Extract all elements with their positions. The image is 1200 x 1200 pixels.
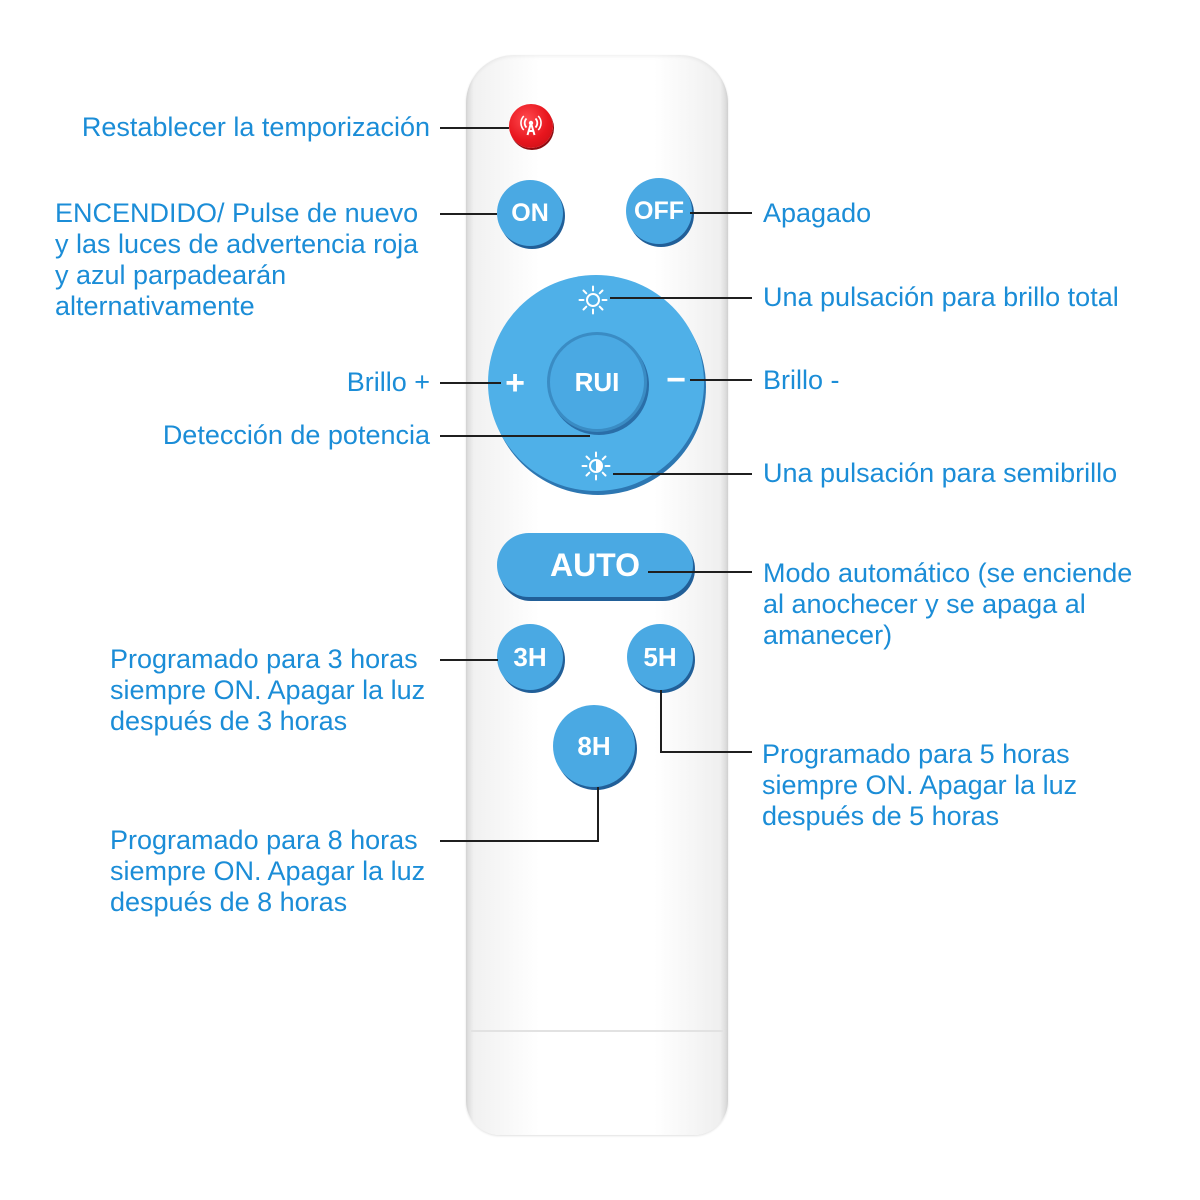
timer-3h-label: Programado para 3 horas siempre ON. Apag… (110, 644, 425, 737)
off-button[interactable]: OFF (626, 178, 692, 244)
timer-5h-label-line: siempre ON. Apagar la luz (762, 770, 1078, 800)
timer-5h-label-line: después de 5 horas (762, 801, 1000, 831)
timer-5h-button[interactable]: 5H (627, 624, 693, 690)
on-label-line: alternativamente (55, 291, 255, 321)
off-label: Apagado (763, 198, 872, 228)
auto-label: Modo automático (se enciende al anochece… (763, 558, 1132, 651)
auto-label-line: al anochecer y se apaga al (763, 589, 1086, 619)
on-button[interactable]: ON (497, 180, 563, 246)
battery-cover-seam (471, 1030, 723, 1032)
brightness-minus-button[interactable]: − (666, 361, 686, 399)
auto-button[interactable]: AUTO (497, 533, 693, 597)
on-label-line: ENCENDIDO/ Pulse de nuevo (55, 198, 419, 228)
on-label-line: y azul parpadearán (55, 260, 287, 290)
timer-8h-label: Programado para 8 horas siempre ON. Apag… (110, 825, 425, 918)
brightness-down-label: Brillo - (763, 365, 840, 395)
timer-8h-button[interactable]: 8H (553, 705, 635, 787)
sun-icon[interactable] (576, 283, 610, 317)
timer-8h-label-line: Programado para 8 horas (110, 825, 418, 855)
auto-label-line: amanecer) (763, 620, 893, 650)
timer-5h-label-line: Programado para 5 horas (762, 739, 1070, 769)
brightness-up-label: Brillo + (346, 367, 430, 397)
on-label-line: y las luces de advertencia roja (55, 229, 419, 259)
reset-label: Restablecer la temporización (81, 112, 430, 142)
on-label: ENCENDIDO/ Pulse de nuevo y las luces de… (55, 198, 418, 322)
half-brightness-label: Una pulsación para semibrillo (763, 458, 1118, 488)
power-detection-label: Detección de potencia (162, 420, 430, 450)
timer-3h-label-line: siempre ON. Apagar la luz (110, 675, 426, 705)
reset-timer-button[interactable] (509, 104, 553, 148)
timer-3h-label-line: Programado para 3 horas (110, 644, 418, 674)
timer-5h-label: Programado para 5 horas siempre ON. Apag… (762, 739, 1077, 832)
antenna-icon (520, 115, 542, 136)
timer-8h-label-line: después de 8 horas (110, 887, 348, 917)
timer-3h-button[interactable]: 3H (497, 624, 563, 690)
brightness-plus-button[interactable]: + (505, 364, 525, 402)
timer-8h-label-line: siempre ON. Apagar la luz (110, 856, 426, 886)
timer-3h-label-line: después de 3 horas (110, 706, 348, 736)
auto-label-line: Modo automático (se enciende (763, 558, 1133, 588)
half-sun-icon[interactable] (579, 449, 613, 483)
full-brightness-label: Una pulsación para brillo total (763, 282, 1119, 312)
rui-button[interactable]: RUI (547, 332, 647, 432)
